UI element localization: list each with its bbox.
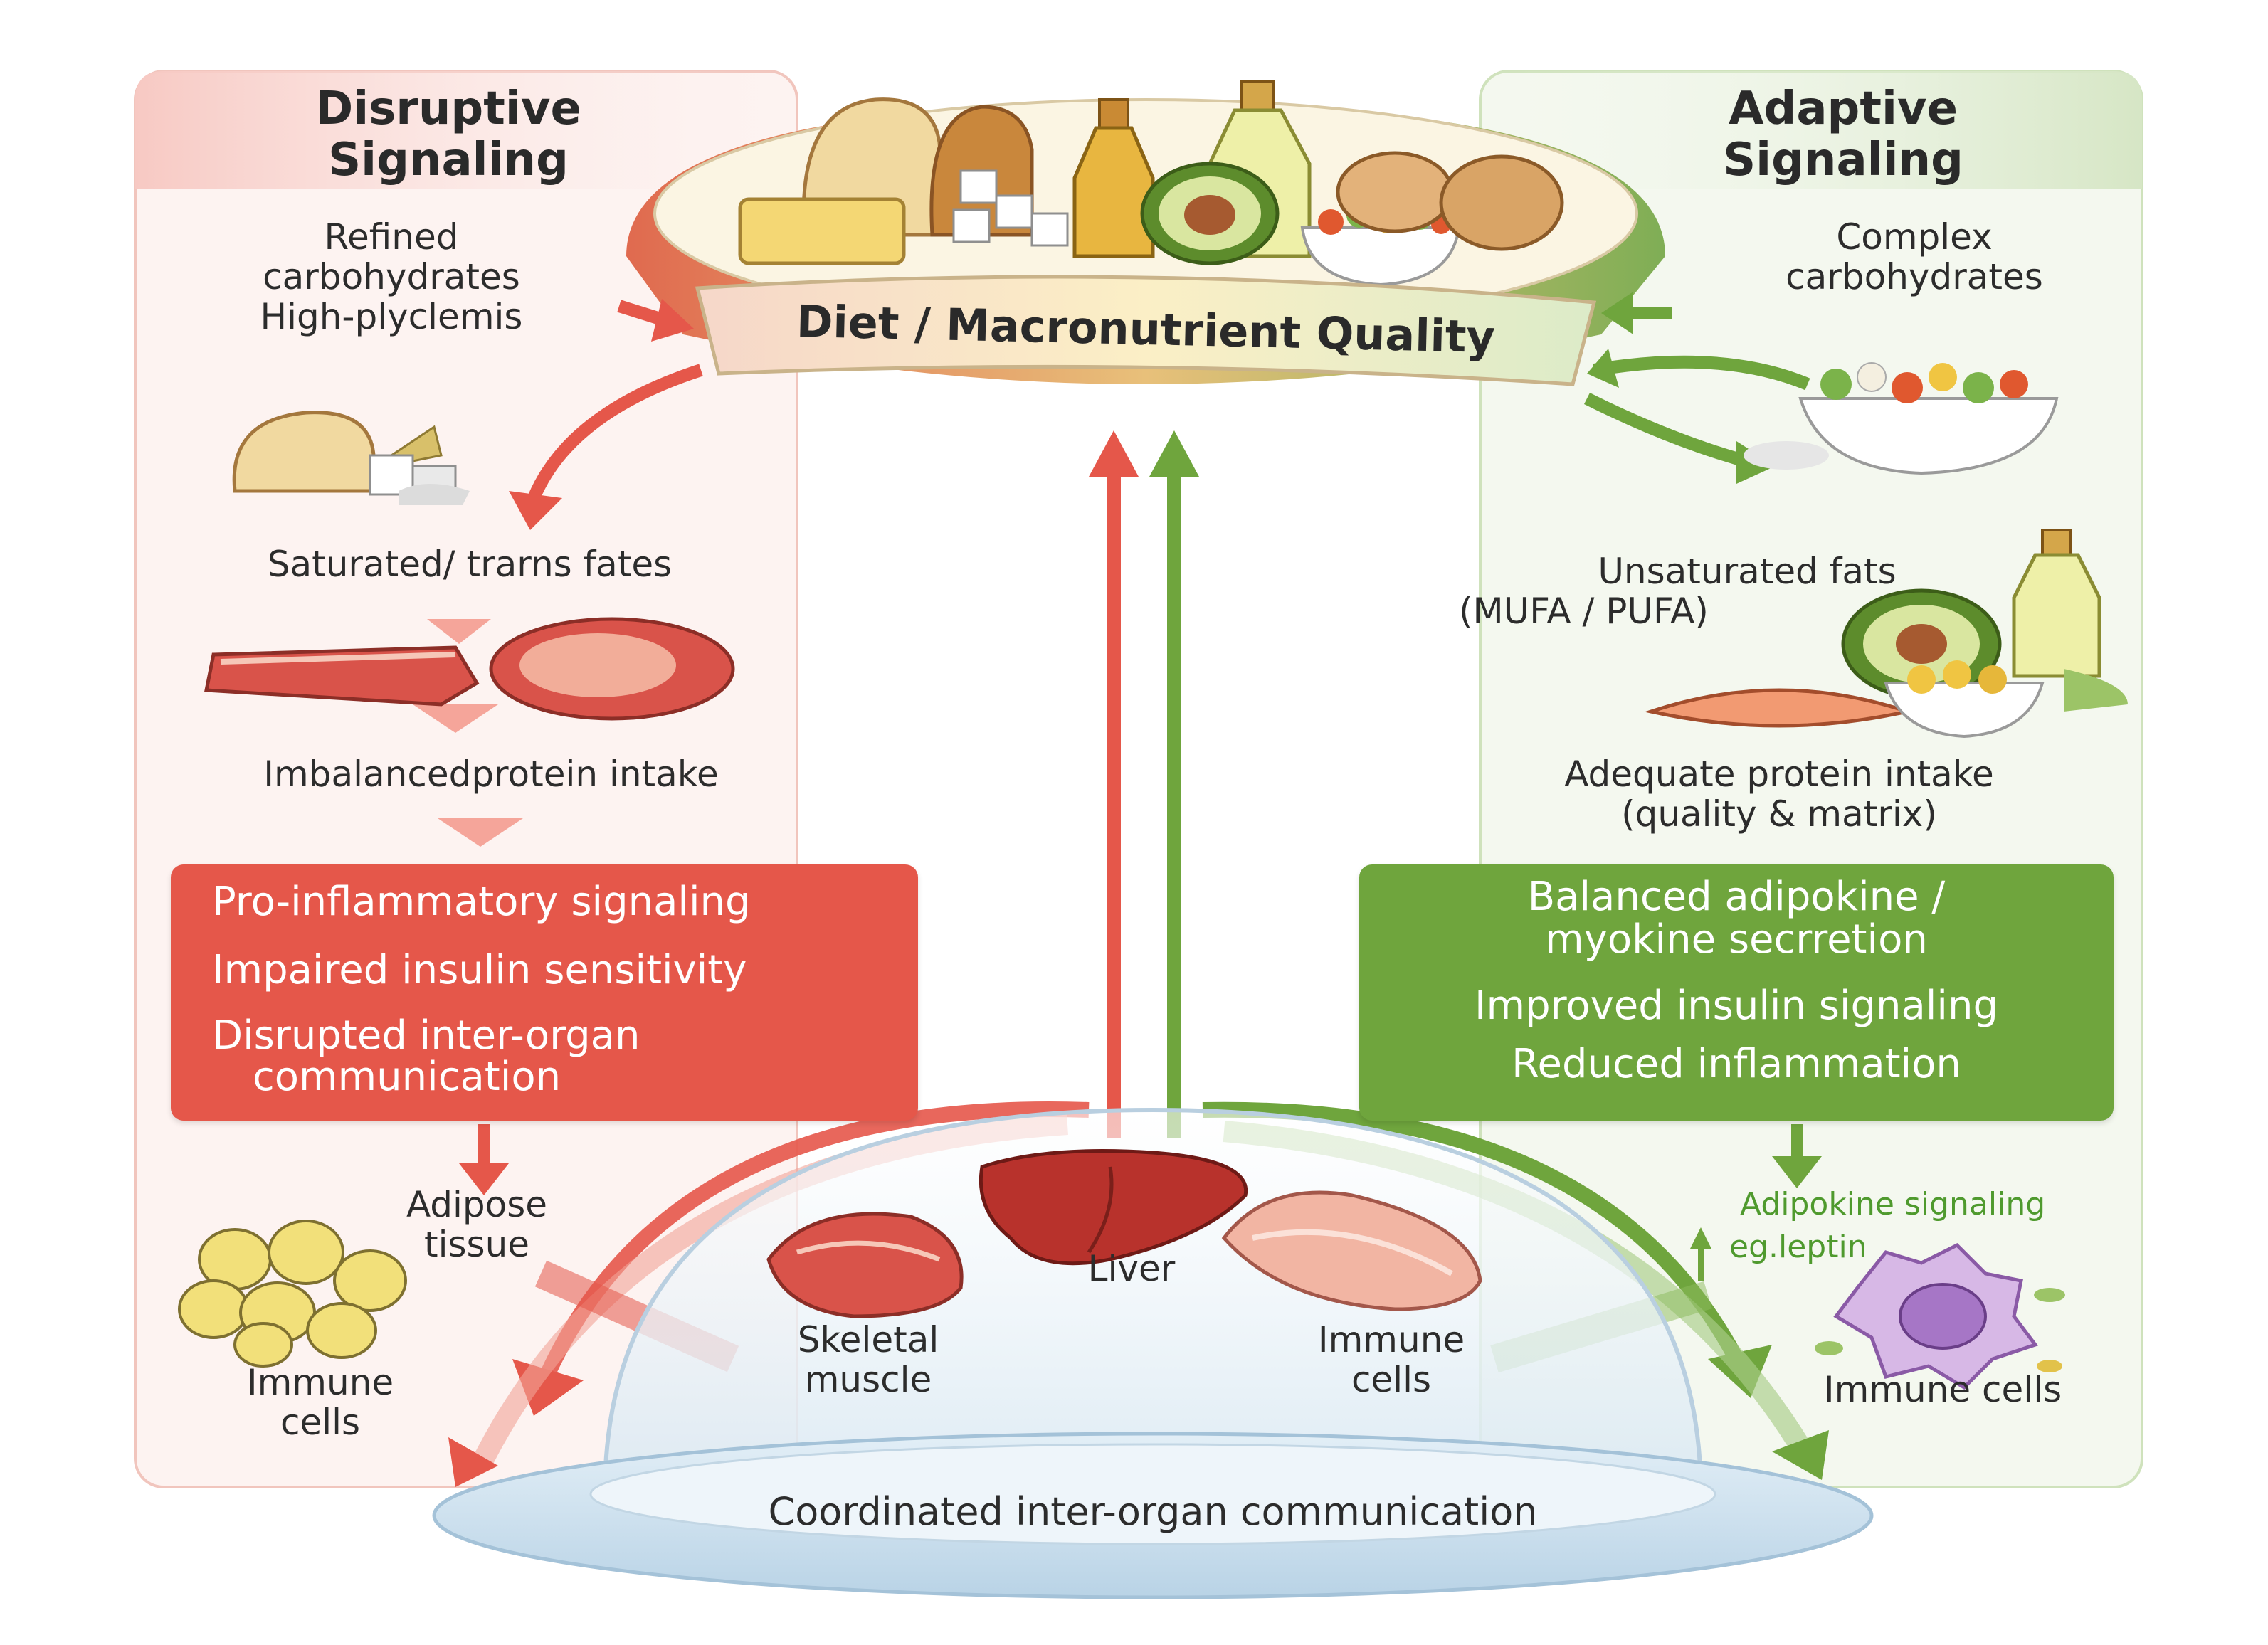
liver-label: Liver [1087,1248,1176,1289]
adaptive-box: Balanced adipokine / myokine secrretion … [1359,864,2114,1121]
diet-bar [695,275,1597,386]
refined-carbs-label: Refined carbohydrates High-plyclemis [178,217,605,337]
central-arrows [1089,430,1199,1138]
immune-cells-organ-illustration [1221,1190,1482,1311]
adipose-tissue-label: Adipose tissue [334,1185,619,1264]
bread-sugar-illustration [232,411,470,505]
box-line: Pro-inflammatory signaling [212,879,751,925]
red-meat-illustration [204,617,735,721]
bread-buns-illustration [1336,151,1564,251]
title-line: Signaling [1723,133,1963,186]
box-line: communication [253,1054,561,1100]
label-line: carbohydrates [263,256,520,297]
skeletal-muscle-label: Skeletal muscle [733,1320,1003,1400]
label-line: cells [280,1402,361,1443]
left-panel-title: Disruptive Signaling [235,83,662,186]
complex-carbs-label: Complex carbohydrates [1687,217,2142,297]
box-line: Improved insulin signaling [1475,983,1998,1029]
label-line: muscle [804,1359,932,1400]
vegetable-bowl-illustration [1744,362,2059,475]
title-line: Adaptive [1729,83,1958,135]
box-line: Disrupted inter-organ [212,1012,640,1059]
label-line: Complex [1836,216,1993,258]
title-line: Disruptive [315,83,581,135]
left-panel-header [135,71,797,189]
label-line: (MUFA / PUFA) [1459,591,1709,632]
box-line: Balanced adipokine / [1527,874,1946,920]
immune-cells-center-label: Immune cells [1267,1320,1516,1400]
label-line: Refined [324,216,459,258]
adipokine-signaling-label: Adipokine signaling [1740,1186,2046,1222]
base-label: Coordinated inter-organ communication [768,1489,1538,1534]
label-line: (quality & matrix) [1621,793,1937,835]
label-line: Adequate protein intake [1564,753,1994,795]
box-line: myokine secrretion [1545,916,1928,963]
label-line: cells [1351,1359,1432,1400]
label-line: Unsaturated fats [1598,551,1897,592]
disruptive-box: Pro-inflammatory signaling Impaired insu… [171,864,918,1121]
label-line: High-plyclemis [260,296,523,337]
adipokine-example-label: eg.leptin [1729,1229,1867,1265]
chevron-down-icon [438,818,523,847]
adipose-cells-illustration [178,1220,407,1368]
box-line: Impaired insulin sensitivity [212,947,747,993]
unsaturated-fats-label: Unsaturated fats (MUFA / PUFA) [1430,551,1957,631]
label-line: Skeletal [797,1319,939,1360]
right-panel-title: Adaptive Signaling [1615,83,2071,186]
right-panel-header [1480,71,2142,189]
label-line: Adipose [406,1184,548,1225]
organ-dome [432,1107,1874,1599]
label-line: Immune [246,1362,394,1403]
imbalanced-protein-label: Imbalancedprotein intake [263,753,719,795]
chevron-down-icon [427,619,491,644]
avocado-illustration [1140,162,1280,265]
label-line: tissue [423,1224,530,1265]
title-line: Signaling [328,133,569,186]
immune-cells-left-label: Immune cells [178,1363,463,1442]
skeletal-muscle-illustration [766,1212,964,1318]
bread-illustration [738,97,1069,265]
immune-cell-illustration [1815,1242,2065,1390]
unsaturated-fats-illustration [1644,529,2128,739]
label-line: carbohydrates [1786,256,2043,297]
immune-cells-right-label: Immune cells [1823,1369,2062,1410]
adequate-protein-label: Adequate protein intake (quality & matri… [1430,754,2128,834]
label-line: Immune [1317,1319,1465,1360]
box-line: Reduced inflammation [1512,1041,1961,1087]
liver-illustration [979,1149,1248,1266]
saturated-fats-label: Saturated/ trarns fates [267,544,673,585]
